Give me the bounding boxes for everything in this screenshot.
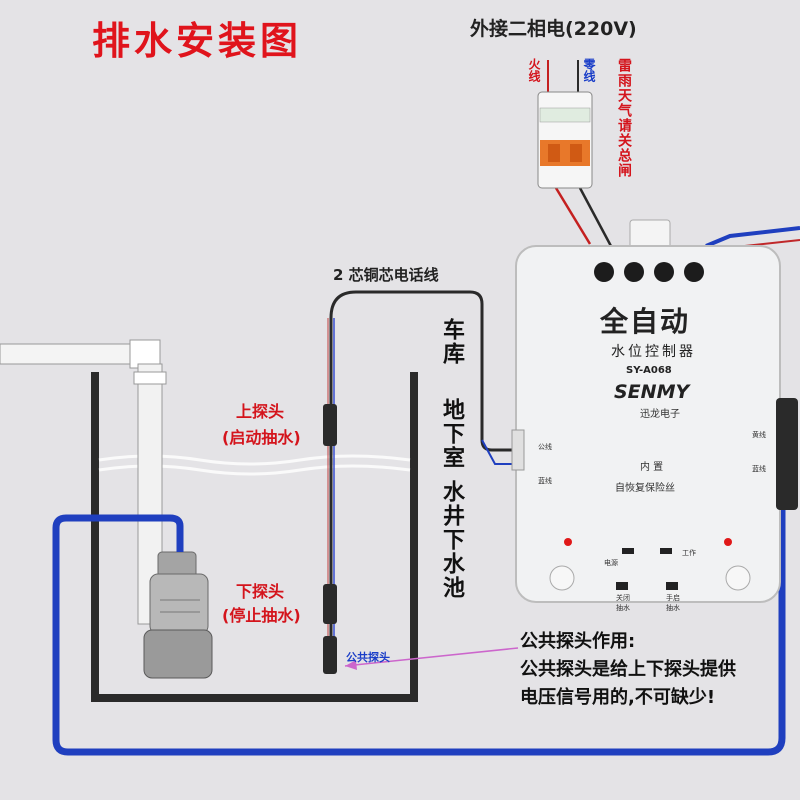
- stop-icon: [616, 582, 628, 590]
- probe-cable: [329, 290, 515, 660]
- cable-label: 2 芯铜芯电话线: [333, 266, 439, 284]
- common-note-heading: 公共探头作用:: [520, 631, 636, 652]
- manual-pump-button[interactable]: [725, 565, 751, 591]
- breaker-out-black: [578, 187, 614, 249]
- power-indicator-led: [564, 538, 572, 546]
- terminal-2: [624, 262, 644, 282]
- power-icon: [622, 548, 634, 554]
- probe-cable-branch: [481, 439, 515, 465]
- pump-power-cable: [52, 426, 786, 756]
- controller-brand: SENMY: [614, 381, 690, 403]
- power-indicator-label: 电源: [604, 559, 618, 567]
- terminal-4: [684, 262, 704, 282]
- common-note-line1: 公共探头是给上下探头提供: [520, 659, 736, 680]
- work-indicator-label: 工作: [682, 549, 696, 557]
- stop-button-label-b: 抽水: [616, 604, 630, 612]
- upper-probe: [323, 404, 337, 446]
- lower-probe-sub: (停止抽水): [222, 606, 301, 625]
- controller-model: SY-A068: [626, 365, 672, 376]
- neutral-wire-label: 零线: [582, 58, 596, 82]
- discharge-pipe: [0, 339, 167, 625]
- controller-brand-sub: 迅龙电子: [640, 409, 680, 420]
- controller-housing: [515, 245, 781, 603]
- live-wire-label: 火线: [527, 58, 541, 82]
- terminal-1: [594, 262, 614, 282]
- stop-button-label-a: 关闭: [616, 594, 630, 602]
- submersible-pump: [143, 551, 213, 679]
- circuit-breaker: [537, 91, 593, 189]
- diagram-title: 排水安装图: [92, 19, 303, 63]
- controller-fuse-label: 自恢复保险丝: [615, 483, 675, 494]
- work-icon: [660, 548, 672, 554]
- common-probe-label: 公共探头: [346, 651, 390, 664]
- location-basement: 地下室: [439, 398, 464, 470]
- common-probe: [323, 636, 337, 674]
- breaker-out-red: [554, 187, 592, 245]
- controller-side-tab: [776, 398, 798, 510]
- right-terminal-label-1: 黄线: [752, 431, 766, 439]
- terminal-3: [654, 262, 674, 282]
- power-supply-label: 外接二相电(220V): [470, 18, 637, 40]
- controller-subtitle: 水位控制器: [611, 344, 696, 360]
- storm-warning-label: 雷雨天气请关总闸: [616, 58, 632, 178]
- right-terminal-label-2: 蓝线: [752, 465, 766, 473]
- lower-probe: [323, 584, 337, 624]
- location-well: 水井下水池: [439, 480, 464, 600]
- manual-button-label-b: 抽水: [666, 604, 680, 612]
- tank-walls: [91, 372, 418, 702]
- terminal-block: [511, 429, 525, 471]
- manual-button-label-a: 手启: [666, 594, 680, 602]
- arrow-head: [345, 660, 357, 670]
- upper-probe-sub: (启动抽水): [222, 428, 301, 447]
- manual-icon: [666, 582, 678, 590]
- left-terminal-label-2: 蓝线: [538, 477, 552, 485]
- top-right-cable: [705, 226, 800, 248]
- controller-title: 全自动: [600, 305, 691, 338]
- common-probe-arrow: [344, 647, 519, 667]
- lower-probe-label: 下探头: [236, 582, 285, 601]
- upper-probe-label: 上探头: [236, 402, 285, 421]
- stop-pump-button[interactable]: [549, 565, 575, 591]
- work-indicator-led: [724, 538, 732, 546]
- common-note-line2: 电压信号用的,不可缺少!: [520, 687, 716, 708]
- controller-inner-label: 内 置: [640, 462, 664, 473]
- left-terminal-label-1: 公线: [538, 443, 552, 451]
- location-garage: 车库: [439, 318, 464, 366]
